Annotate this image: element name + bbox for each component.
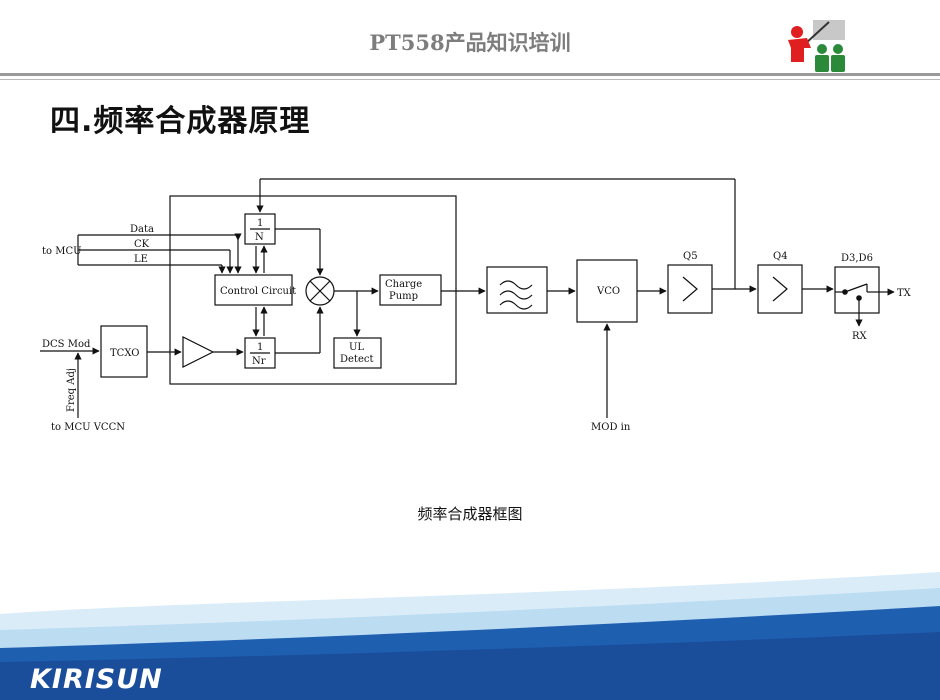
q5-label: Q5: [683, 251, 698, 262]
block-diagram: Data CK LE to MCU DCS Mod Freq Adj to MC…: [40, 178, 912, 433]
buffer-amp: [182, 336, 215, 368]
loop-filter-box: [486, 266, 548, 314]
label-data: Data: [130, 224, 154, 235]
tcxo-label: TCXO: [110, 348, 139, 359]
diagram-caption: 频率合成器框图: [417, 505, 523, 523]
header-rule: [0, 73, 940, 76]
divider-n-top: 1: [257, 218, 263, 229]
control-circuit-box: [214, 274, 293, 306]
vco-label: VCO: [596, 286, 620, 297]
label-freq-adj: Freq Adj: [66, 368, 77, 412]
q5-amp-box: [667, 264, 713, 314]
header-rule-thin: [0, 79, 940, 80]
divider-n-bottom: N: [255, 232, 264, 243]
presenter-icon: [783, 18, 847, 74]
label-le: LE: [134, 254, 148, 265]
label-ck: CK: [134, 239, 150, 250]
synth-ic-outline: [169, 195, 457, 385]
control-circuit-label: Control Circuit: [220, 286, 296, 297]
divider-nr-top: 1: [257, 342, 263, 353]
rx-label: RX: [852, 331, 868, 342]
tx-label: TX: [897, 288, 912, 299]
ul-detect-label-1: UL: [349, 342, 364, 353]
label-to-mcu-vccn: to MCU VCCN: [51, 422, 125, 433]
q4-label: Q4: [773, 251, 788, 262]
charge-pump-label-2: Pump: [389, 291, 418, 302]
charge-pump-label-1: Charge: [385, 279, 422, 290]
slide-heading: 四.频率合成器原理: [50, 104, 311, 139]
ul-detect-box: [333, 337, 382, 369]
charge-pump-box: [379, 274, 442, 306]
q4-amp-box: [757, 264, 803, 314]
kirisun-logo: KIRISUN: [30, 664, 163, 695]
ul-detect-label-2: Detect: [340, 354, 374, 365]
d3d6-label: D3,D6: [841, 253, 873, 264]
header-title: PT558产品知识培训: [369, 30, 571, 55]
tx-rx-switch-box: [834, 266, 880, 314]
label-dcs-mod: DCS Mod: [42, 339, 91, 350]
label-to-mcu: to MCU: [42, 246, 82, 257]
divider-nr-bottom: Nr: [252, 356, 266, 367]
footer-wave: [0, 572, 940, 700]
label-mod-in: MOD in: [591, 422, 631, 433]
